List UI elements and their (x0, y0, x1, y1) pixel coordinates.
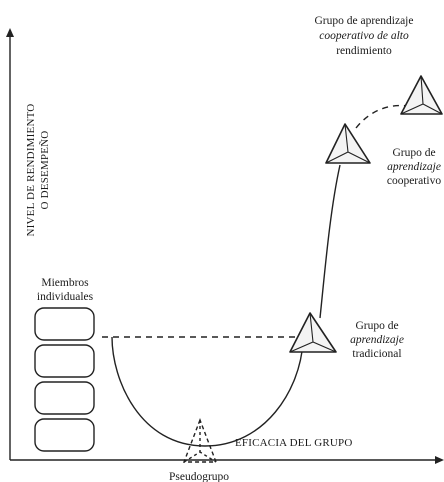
traditional-group-label-line2: aprendizaje (350, 334, 404, 346)
member-box (34, 381, 95, 415)
y-axis-label-line2: O DESEMPEÑO (39, 131, 51, 210)
traditional-group-label-line3: tradicional (352, 348, 401, 360)
cooperative-to-high-performance-dashed-line (355, 104, 409, 129)
pseudogroup-triangle (182, 418, 218, 463)
pseudogroup-label: Pseudogrupo (169, 471, 229, 482)
high-performance-group-label-line2: cooperativo de alto (319, 30, 409, 42)
high-performance-group-label-line1: Grupo de aprendizaje (315, 15, 414, 27)
j-curve-rise (319, 164, 341, 319)
cooperative-group-label-line2: aprendizaje (387, 161, 441, 173)
traditional-group-triangle (289, 312, 337, 353)
traditional-group-label-line1: Grupo de (355, 320, 398, 332)
individual-members-boxes (34, 307, 95, 452)
high-performance-group-triangle (400, 75, 443, 115)
member-box (34, 344, 95, 378)
individual-members-label-line2: individuales (37, 291, 94, 303)
j-curve-dip (111, 336, 304, 447)
cooperative-group-label-line3: cooperativo (387, 175, 442, 187)
x-axis-label: EFICACIA DEL GRUPO (235, 437, 352, 449)
cooperative-group-label-line1: Grupo de (392, 147, 435, 159)
y-axis-label-line1: NIVEL DE RENDIMIENTO (25, 104, 37, 237)
high-performance-group-label-line3: rendimiento (336, 45, 392, 57)
member-box (34, 307, 95, 341)
member-box (34, 418, 95, 452)
individual-members-label-line1: Miembros (41, 277, 89, 289)
cooperative-group-triangle (325, 123, 371, 164)
